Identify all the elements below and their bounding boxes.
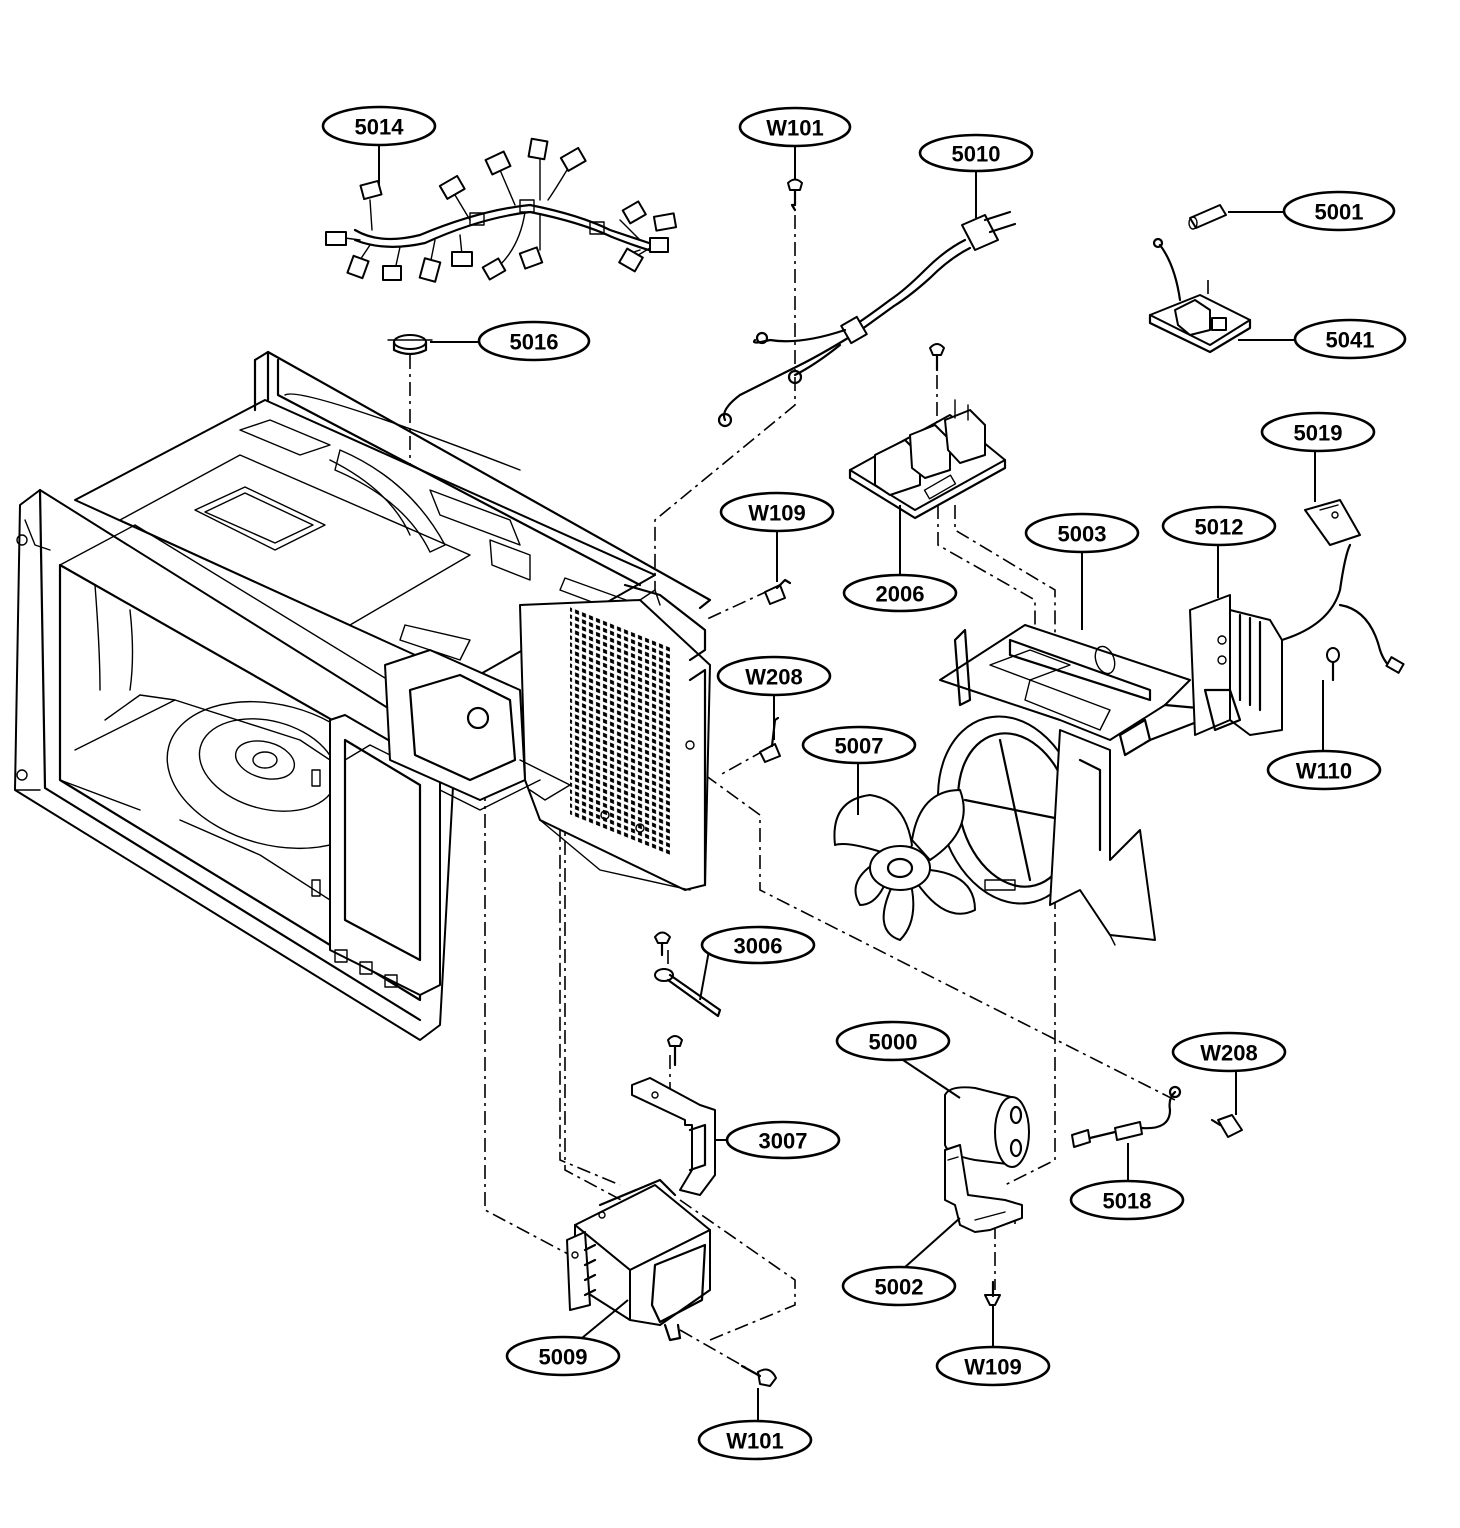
callout-w101-bottom: W101 bbox=[697, 1419, 813, 1461]
callout-5010: 5010 bbox=[918, 133, 1034, 173]
svg-text:5018: 5018 bbox=[1103, 1189, 1152, 1214]
screw-w109-bottom bbox=[984, 1280, 1001, 1306]
capacitor-bracket-5002 bbox=[944, 1144, 1023, 1233]
svg-text:3007: 3007 bbox=[759, 1129, 808, 1154]
callout-5016: 5016 bbox=[477, 320, 591, 362]
callout-3006: 3006 bbox=[700, 925, 816, 965]
callout-5002: 5002 bbox=[841, 1265, 957, 1307]
part-3006-screw-and-rod bbox=[654, 931, 722, 1018]
callout-w109-lower: W109 bbox=[935, 1345, 1051, 1387]
svg-text:W109: W109 bbox=[964, 1355, 1021, 1380]
callout-w208-upper: W208 bbox=[716, 655, 832, 697]
power-cord-5010 bbox=[717, 210, 1017, 428]
svg-text:5000: 5000 bbox=[869, 1030, 918, 1055]
svg-text:5041: 5041 bbox=[1326, 328, 1375, 353]
callout-w101-top: W101 bbox=[738, 106, 852, 148]
fan-blade-5007 bbox=[833, 789, 976, 941]
fan-duct-bracket-5003 bbox=[937, 624, 1222, 946]
svg-text:5016: 5016 bbox=[510, 330, 559, 355]
callout-5041: 5041 bbox=[1293, 318, 1407, 360]
oven-cavity-cabinet bbox=[14, 350, 712, 1041]
svg-text:2006: 2006 bbox=[876, 582, 925, 607]
svg-text:5019: 5019 bbox=[1294, 421, 1343, 446]
magnetron-5009 bbox=[566, 1178, 711, 1342]
svg-text:5010: 5010 bbox=[952, 142, 1001, 167]
fan-motor-5012 bbox=[1189, 543, 1405, 736]
svg-text:3006: 3006 bbox=[734, 934, 783, 959]
callout-5019: 5019 bbox=[1260, 411, 1376, 453]
callout-w109-upper: W109 bbox=[719, 491, 835, 533]
capacitor-5000 bbox=[944, 1086, 1030, 1168]
callout-3007: 3007 bbox=[725, 1120, 841, 1160]
callout-2006: 2006 bbox=[842, 573, 958, 613]
svg-text:W101: W101 bbox=[726, 1429, 783, 1454]
screw-w208-lower bbox=[1210, 1114, 1243, 1138]
callout-5000: 5000 bbox=[835, 1020, 951, 1062]
callout-w208-lower: W208 bbox=[1171, 1031, 1287, 1073]
screw-w101-bottom bbox=[740, 1364, 777, 1387]
callout-5001: 5001 bbox=[1282, 190, 1396, 232]
svg-text:5002: 5002 bbox=[875, 1275, 924, 1300]
svg-text:W109: W109 bbox=[748, 501, 805, 526]
svg-text:W110: W110 bbox=[1296, 759, 1352, 784]
screw-w110 bbox=[1326, 647, 1340, 682]
svg-text:W208: W208 bbox=[745, 665, 802, 690]
callout-5003: 5003 bbox=[1024, 512, 1140, 554]
ground-wire-5018 bbox=[1071, 1085, 1182, 1148]
svg-text:5009: 5009 bbox=[539, 1345, 588, 1370]
noise-filter-5019 bbox=[1304, 499, 1361, 546]
screw-w101-top bbox=[787, 178, 803, 212]
thermal-cutout-5016 bbox=[387, 334, 433, 356]
fuse-5001 bbox=[1188, 204, 1227, 230]
control-board-2006 bbox=[848, 399, 1007, 520]
callout-5018: 5018 bbox=[1069, 1179, 1185, 1221]
bracket-3007 bbox=[631, 1035, 716, 1196]
callout-5012: 5012 bbox=[1161, 505, 1277, 547]
svg-text:5014: 5014 bbox=[355, 115, 405, 140]
svg-text:5001: 5001 bbox=[1315, 200, 1364, 225]
svg-text:W101: W101 bbox=[766, 116, 823, 141]
vent-grille bbox=[570, 605, 670, 856]
callout-5014: 5014 bbox=[321, 105, 437, 147]
svg-text:5012: 5012 bbox=[1195, 515, 1244, 540]
svg-text:5003: 5003 bbox=[1058, 522, 1107, 547]
callout-5007: 5007 bbox=[801, 725, 917, 765]
svg-text:W208: W208 bbox=[1200, 1041, 1257, 1066]
callout-5009: 5009 bbox=[505, 1335, 621, 1377]
fuse-holder-pcb-5041 bbox=[1148, 237, 1252, 354]
wire-harness-5014 bbox=[325, 137, 678, 283]
callout-w110: W110 bbox=[1266, 749, 1382, 791]
screw-w109-upper bbox=[764, 578, 792, 605]
svg-text:5007: 5007 bbox=[835, 734, 884, 759]
screw-w208-upper bbox=[759, 716, 781, 763]
screw-pcb-top bbox=[929, 343, 945, 372]
